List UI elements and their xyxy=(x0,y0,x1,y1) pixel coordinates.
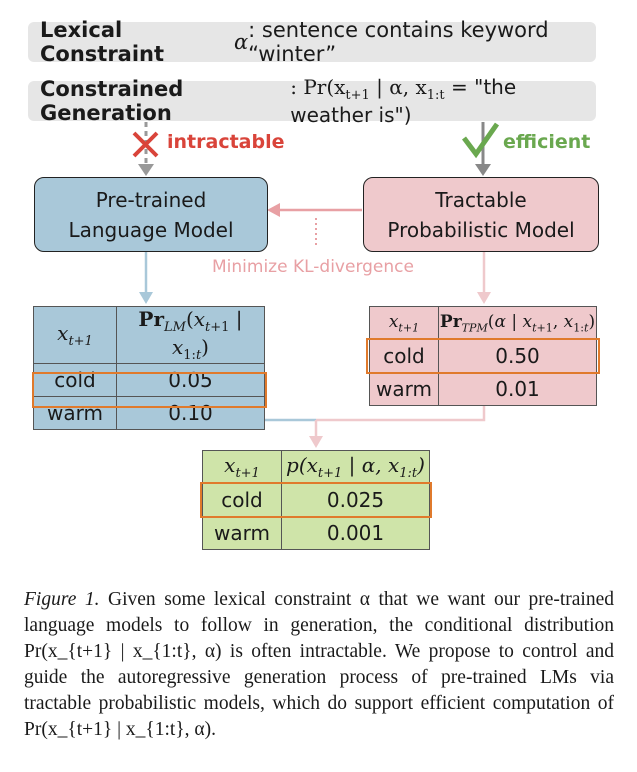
result-row-prob: 0.001 xyxy=(281,516,430,550)
result-header-token: xt+1 xyxy=(202,450,282,484)
table-row: cold 0.025 xyxy=(202,483,430,517)
merge-arrowhead xyxy=(309,436,323,448)
result-cold-highlight xyxy=(200,482,432,518)
lexical-constraint-banner: Lexical Constraint α : sentence contains… xyxy=(28,18,596,66)
result-table: xt+1 p(xt+1 | α, x1:t) cold 0.025 warm 0… xyxy=(202,450,430,550)
kl-divergence-label: Minimize KL-divergence xyxy=(212,257,414,277)
tpm-row-prob: 0.50 xyxy=(438,339,597,373)
caption-text: Given some lexical constraint α that we … xyxy=(24,589,614,740)
lm-row-token: cold xyxy=(33,363,117,397)
tpm-row-token: warm xyxy=(369,372,439,406)
intractable-label: intractable xyxy=(167,131,285,153)
constrained-generation-label: Constrained Generation xyxy=(40,77,184,125)
lm-warm-highlight xyxy=(32,372,267,408)
tpm-table: xt+1 PrTPM(α | xt+1, x1:t) cold 0.50 war… xyxy=(369,306,597,406)
red-x-icon xyxy=(132,131,159,158)
table-row: xt+1 PrTPM(α | xt+1, x1:t) xyxy=(369,306,597,340)
table-row: xt+1 PrLM(xt+1 | x1:t) xyxy=(33,306,265,364)
lexical-constraint-label: Lexical Constraint xyxy=(40,18,165,66)
kl-arrowhead xyxy=(267,203,280,217)
tpm-row-token: cold xyxy=(369,339,439,373)
table-row: warm 0.10 xyxy=(33,396,265,430)
tpm-header-token: xt+1 xyxy=(369,306,439,340)
table-row: warm 0.01 xyxy=(369,372,597,406)
figure-label: Figure 1. xyxy=(24,589,100,610)
lm-header-token: xt+1 xyxy=(33,306,117,364)
result-row-prob: 0.025 xyxy=(281,483,430,517)
lm-row-token: warm xyxy=(33,396,117,430)
table-row: cold 0.05 xyxy=(33,363,265,397)
intractable-arrowhead xyxy=(138,164,154,176)
result-row-token: cold xyxy=(202,483,282,517)
alpha-symbol: α xyxy=(233,30,249,54)
lm-header-prob: PrLM(xt+1 | x1:t) xyxy=(116,306,265,364)
constrained-formula: : Pr(xt+1 | α, x1:t = "the weather is") xyxy=(290,75,517,127)
tpm-merge-line xyxy=(316,406,486,422)
lm-down-arrowhead xyxy=(139,292,153,304)
tpm-cold-highlight xyxy=(366,338,600,374)
efficient-label: efficient xyxy=(503,131,591,153)
result-header-prob: p(xt+1 | α, x1:t) xyxy=(281,450,430,484)
table-row: cold 0.50 xyxy=(369,339,597,373)
figure-caption: Figure 1. Given some lexical constraint … xyxy=(24,587,614,743)
table-row: warm 0.001 xyxy=(202,516,430,550)
lexical-constraint-text: : sentence contains keyword “winter” xyxy=(248,18,549,66)
tpm-down-arrowhead xyxy=(477,292,491,304)
tpm-header-prob: PrTPM(α | xt+1, x1:t) xyxy=(438,306,597,340)
constrained-generation-banner: Constrained Generation : Pr(xt+1 | α, x1… xyxy=(28,75,596,127)
lm-row-prob: 0.05 xyxy=(116,363,265,397)
lm-row-prob: 0.10 xyxy=(116,396,265,430)
efficient-arrowhead xyxy=(475,164,491,176)
tpm-row-prob: 0.01 xyxy=(438,372,597,406)
lm-table: xt+1 PrLM(xt+1 | x1:t) cold 0.05 warm 0.… xyxy=(33,306,265,430)
table-row: xt+1 p(xt+1 | α, x1:t) xyxy=(202,450,430,484)
result-row-token: warm xyxy=(202,516,282,550)
green-check-icon xyxy=(462,122,500,159)
